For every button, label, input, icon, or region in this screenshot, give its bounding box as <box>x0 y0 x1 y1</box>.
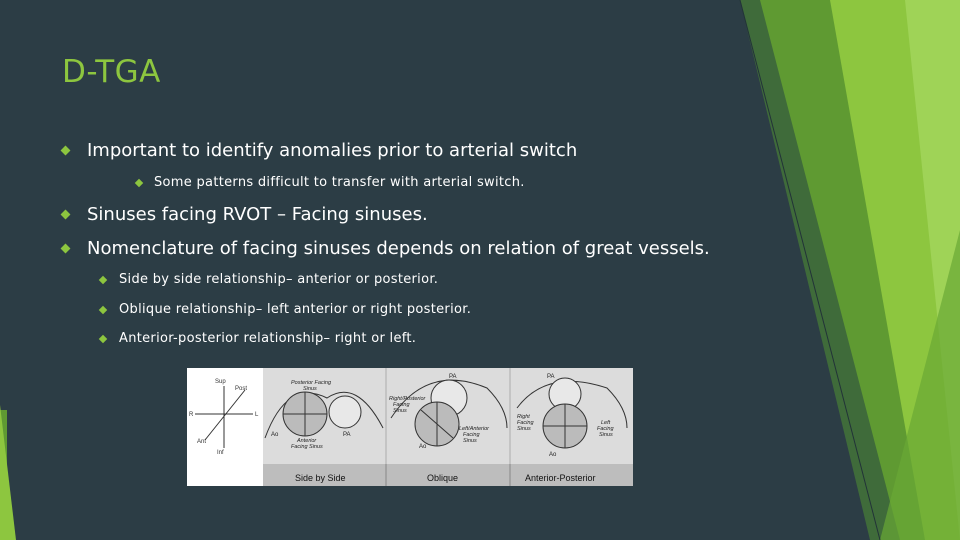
svg-text:Facing: Facing <box>463 432 480 438</box>
svg-text:Facing: Facing <box>393 402 410 408</box>
diamond-bullet-icon <box>60 209 71 220</box>
caption-side-by-side: Side by Side <box>295 473 346 483</box>
diamond-bullet-icon <box>98 275 108 284</box>
diamond-bullet-icon <box>134 178 144 187</box>
svg-text:Ao: Ao <box>549 452 557 458</box>
svg-text:Anterior: Anterior <box>296 438 317 444</box>
diamond-bullet-icon <box>60 243 71 254</box>
bullet-text: Anterior-posterior relationship– right o… <box>119 331 417 346</box>
bullet-item: Nomenclature of facing sinuses depends o… <box>60 238 710 259</box>
svg-text:Right: Right <box>517 414 530 420</box>
svg-text:Facing: Facing <box>517 420 534 426</box>
axis-label-post: Post <box>235 386 247 392</box>
svg-text:Sinus: Sinus <box>303 386 317 392</box>
panel-oblique <box>390 379 508 447</box>
bullet-text: Nomenclature of facing sinuses depends o… <box>87 238 710 259</box>
bullet-item: Sinuses facing RVOT – Facing sinuses. <box>60 204 428 225</box>
bullet-text: Oblique relationship– left anterior or r… <box>119 302 472 317</box>
svg-text:Left/Anterior: Left/Anterior <box>459 426 490 432</box>
svg-text:Posterior Facing: Posterior Facing <box>291 380 332 386</box>
panel-anterior-posterior <box>516 377 628 449</box>
svg-text:Ao: Ao <box>271 432 279 438</box>
diamond-bullet-icon <box>98 334 108 343</box>
slide-title: D-TGA <box>62 54 161 90</box>
caption-oblique: Oblique <box>427 473 458 483</box>
svg-text:PA: PA <box>547 374 555 380</box>
svg-text:Facing Sinus: Facing Sinus <box>291 444 323 450</box>
svg-text:Sinus: Sinus <box>517 426 531 432</box>
svg-text:PA: PA <box>343 432 351 438</box>
axis-label-ant: Ant <box>197 439 206 445</box>
facing-sinus-diagram: Sup Post R L Ant Inf Posterior Facing Si… <box>187 368 633 486</box>
panel-side-by-side <box>264 391 384 439</box>
svg-text:Facing: Facing <box>597 426 614 432</box>
sub-bullet-item: Some patterns difficult to transfer with… <box>134 175 525 190</box>
diamond-bullet-icon <box>60 145 71 156</box>
svg-text:Left: Left <box>601 420 611 426</box>
sub-bullet-item: Oblique relationship– left anterior or r… <box>98 302 472 317</box>
svg-text:Sinus: Sinus <box>599 432 613 438</box>
bullet-text: Sinuses facing RVOT – Facing sinuses. <box>87 204 428 225</box>
bullet-text: Important to identify anomalies prior to… <box>87 140 578 161</box>
axis-label-r: R <box>189 412 194 418</box>
bullet-item: Important to identify anomalies prior to… <box>60 140 578 161</box>
bullet-text: Some patterns difficult to transfer with… <box>154 175 525 190</box>
svg-text:Right/Posterior: Right/Posterior <box>389 396 427 402</box>
sub-bullet-item: Side by side relationship– anterior or p… <box>98 272 439 287</box>
diamond-bullet-icon <box>98 305 108 314</box>
svg-text:Sinus: Sinus <box>463 438 477 444</box>
caption-anterior-posterior: Anterior-Posterior <box>525 473 596 483</box>
svg-text:PA: PA <box>449 374 457 380</box>
axis-label-l: L <box>255 412 259 418</box>
sub-bullet-item: Anterior-posterior relationship– right o… <box>98 331 417 346</box>
svg-text:Ao: Ao <box>419 444 427 450</box>
bullet-text: Side by side relationship– anterior or p… <box>119 272 439 287</box>
orientation-compass <box>195 386 253 448</box>
axis-label-sup: Sup <box>215 379 226 385</box>
axis-label-inf: Inf <box>217 450 224 456</box>
svg-text:Sinus: Sinus <box>393 408 407 414</box>
